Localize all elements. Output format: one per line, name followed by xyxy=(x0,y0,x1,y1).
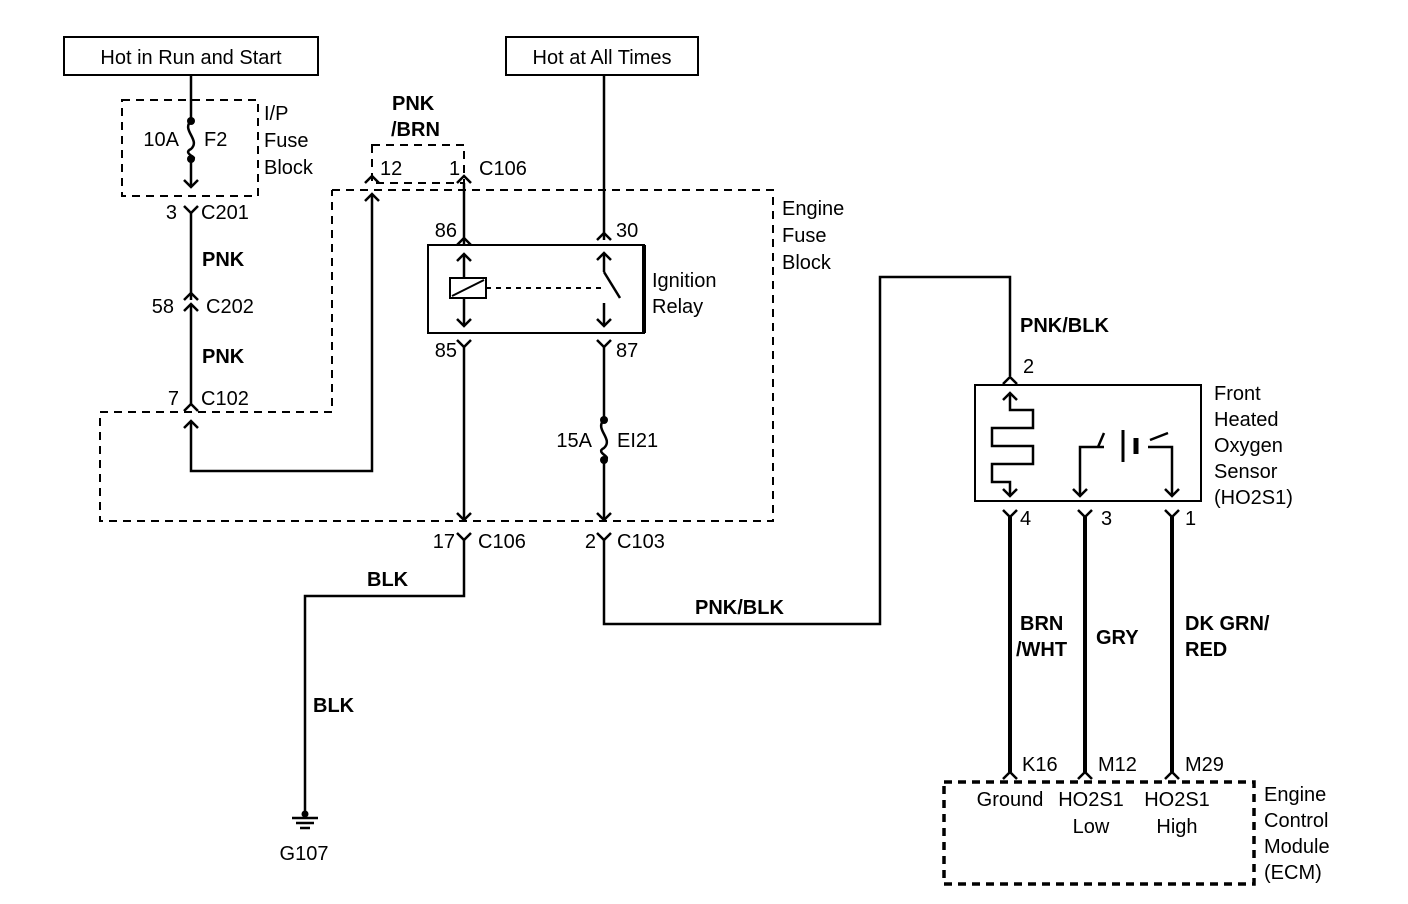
svg-text:M12: M12 xyxy=(1098,754,1137,776)
svg-text:30: 30 xyxy=(616,220,638,242)
svg-text:(ECM): (ECM) xyxy=(1264,862,1322,884)
wire-label-pnk-blk: PNK/BLK xyxy=(1020,315,1109,337)
fuse-f2: 10A F2 xyxy=(143,75,227,189)
svg-text:58: 58 xyxy=(152,296,174,318)
svg-text:Hot at All Times: Hot at All Times xyxy=(533,47,672,69)
svg-text:Fuse: Fuse xyxy=(264,130,308,152)
svg-text:85: 85 xyxy=(435,340,457,362)
svg-text:Fuse: Fuse xyxy=(782,225,826,247)
svg-text:C106: C106 xyxy=(478,531,526,553)
svg-text:Ignition: Ignition xyxy=(652,270,717,292)
connector-c106-top: 12 1 C106 xyxy=(364,144,527,184)
svg-text:Front: Front xyxy=(1214,383,1261,405)
svg-text:HO2S1: HO2S1 xyxy=(1058,789,1124,811)
hot-at-all-times-box: Hot at All Times xyxy=(505,36,699,76)
svg-text:Block: Block xyxy=(264,157,314,179)
connector-c202: 58 C202 xyxy=(152,291,254,318)
svg-text:1: 1 xyxy=(449,158,460,180)
wire-label-pnk-brn: PNK xyxy=(392,93,435,115)
svg-text:K16: K16 xyxy=(1022,754,1058,776)
svg-text:Control: Control xyxy=(1264,810,1328,832)
connector-c106-bottom: 17 C106 xyxy=(433,531,526,553)
svg-text:2: 2 xyxy=(585,531,596,553)
svg-text:Sensor: Sensor xyxy=(1214,461,1278,483)
svg-text:3: 3 xyxy=(1101,508,1112,530)
front-heated-oxygen-sensor: Front Heated Oxygen Sensor (HO2S1) 2 4 3… xyxy=(974,356,1293,530)
svg-text:15A: 15A xyxy=(556,430,592,452)
wire-label-dk-grn-red: DK GRN/ xyxy=(1185,613,1270,635)
svg-text:C202: C202 xyxy=(206,296,254,318)
ignition-relay: Ignition Relay 86 85 30 87 xyxy=(427,75,717,362)
wire-label-gry: GRY xyxy=(1096,627,1139,649)
ip-fuse-block: I/P Fuse Block xyxy=(121,99,314,197)
wire-label-pnk: PNK xyxy=(202,249,245,271)
wire-label-brn-wht: /WHT xyxy=(1016,639,1067,661)
svg-text:7: 7 xyxy=(168,388,179,410)
svg-text:C102: C102 xyxy=(201,388,249,410)
svg-text:1: 1 xyxy=(1185,508,1196,530)
engine-control-module: Engine Control Module (ECM) K16 M12 M29 … xyxy=(942,754,1330,886)
svg-text:EI21: EI21 xyxy=(617,430,658,452)
wire-label-pnk: PNK xyxy=(202,346,245,368)
svg-text:Low: Low xyxy=(1073,816,1110,838)
svg-text:G107: G107 xyxy=(280,843,329,865)
svg-text:HO2S1: HO2S1 xyxy=(1144,789,1210,811)
svg-text:3: 3 xyxy=(166,202,177,224)
svg-text:C103: C103 xyxy=(617,531,665,553)
svg-text:C201: C201 xyxy=(201,202,249,224)
svg-text:Module: Module xyxy=(1264,836,1330,858)
svg-text:C106: C106 xyxy=(479,158,527,180)
svg-text:(HO2S1): (HO2S1) xyxy=(1214,487,1293,509)
svg-text:17: 17 xyxy=(433,531,455,553)
wire-label-blk: BLK xyxy=(367,569,409,591)
svg-text:Hot in Run and Start: Hot in Run and Start xyxy=(100,47,282,69)
wire-label-blk: BLK xyxy=(313,695,355,717)
wire-label-pnk-brn: /BRN xyxy=(391,119,440,141)
engine-fuse-block: Engine Fuse Block xyxy=(99,189,844,522)
fuse-ei21: 15A EI21 xyxy=(556,416,658,464)
svg-text:Oxygen: Oxygen xyxy=(1214,435,1283,457)
svg-text:Ground: Ground xyxy=(977,789,1044,811)
wire-label-pnk-blk: PNK/BLK xyxy=(695,597,784,619)
ground-g107: G107 xyxy=(280,810,329,865)
svg-text:F2: F2 xyxy=(204,129,227,151)
hot-in-run-start-box: Hot in Run and Start xyxy=(63,36,319,76)
svg-text:10A: 10A xyxy=(143,129,179,151)
wire-label-brn-wht: BRN xyxy=(1020,613,1063,635)
svg-text:Heated: Heated xyxy=(1214,409,1279,431)
svg-text:87: 87 xyxy=(616,340,638,362)
svg-text:86: 86 xyxy=(435,220,457,242)
svg-text:Relay: Relay xyxy=(652,296,703,318)
svg-text:4: 4 xyxy=(1020,508,1031,530)
wire-label-dk-grn-red: RED xyxy=(1185,639,1227,661)
svg-text:12: 12 xyxy=(380,158,402,180)
connector-c103: 2 C103 xyxy=(585,531,665,553)
svg-text:High: High xyxy=(1156,816,1197,838)
svg-text:M29: M29 xyxy=(1185,754,1224,776)
svg-text:Engine: Engine xyxy=(782,198,844,220)
svg-text:I/P: I/P xyxy=(264,103,288,125)
connector-c102: 7 C102 xyxy=(168,388,249,412)
svg-text:Block: Block xyxy=(782,252,832,274)
svg-text:2: 2 xyxy=(1023,356,1034,378)
svg-text:Engine: Engine xyxy=(1264,784,1326,806)
connector-c201: 3 C201 xyxy=(166,202,249,224)
